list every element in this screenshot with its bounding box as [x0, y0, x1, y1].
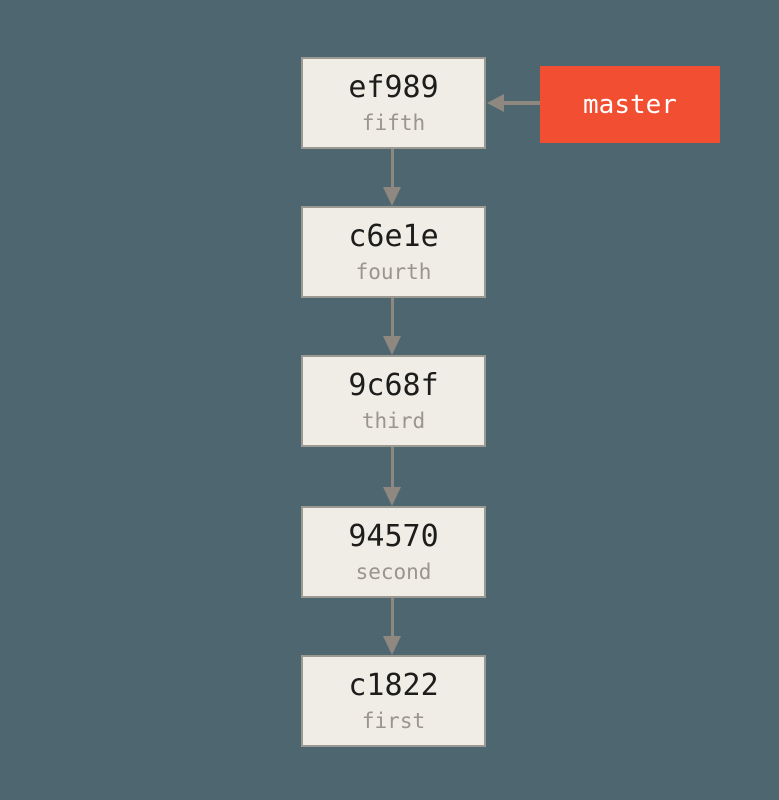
arrow-down-head-icon: [383, 487, 401, 506]
commit-hash: c1822: [348, 668, 439, 703]
commit-hash: 94570: [348, 519, 439, 554]
arrow-shaft: [391, 598, 394, 641]
commit-node-94570: 94570 second: [301, 506, 486, 598]
arrow-master-to-ef989: [487, 94, 540, 112]
commit-message: first: [361, 709, 426, 733]
commit-message: second: [355, 560, 432, 584]
commit-message: third: [361, 409, 426, 433]
commit-node-ef989: ef989 fifth: [301, 57, 486, 149]
branch-name: master: [583, 89, 677, 120]
commit-node-c6e1e: c6e1e fourth: [301, 206, 486, 298]
arrow-9c68f-to-94570: [383, 447, 402, 506]
arrow-down-head-icon: [383, 336, 401, 355]
arrow-down-head-icon: [383, 187, 401, 206]
arrow-shaft: [391, 149, 394, 192]
commit-message: fourth: [355, 260, 432, 284]
commit-hash: 9c68f: [348, 368, 439, 403]
arrow-94570-to-c1822: [383, 598, 402, 655]
arrow-shaft: [391, 298, 394, 341]
commit-message: fifth: [361, 111, 426, 135]
arrow-left-head-icon: [487, 94, 504, 112]
arrow-c6e1e-to-9c68f: [383, 298, 402, 355]
commit-node-9c68f: 9c68f third: [301, 355, 486, 447]
commit-hash: c6e1e: [348, 219, 439, 254]
commit-hash: ef989: [348, 70, 439, 105]
arrow-shaft: [500, 101, 540, 105]
commit-node-c1822: c1822 first: [301, 655, 486, 747]
branch-label-master: master: [540, 66, 720, 143]
arrow-ef989-to-c6e1e: [383, 149, 402, 206]
arrow-down-head-icon: [383, 636, 401, 655]
arrow-shaft: [391, 447, 394, 492]
